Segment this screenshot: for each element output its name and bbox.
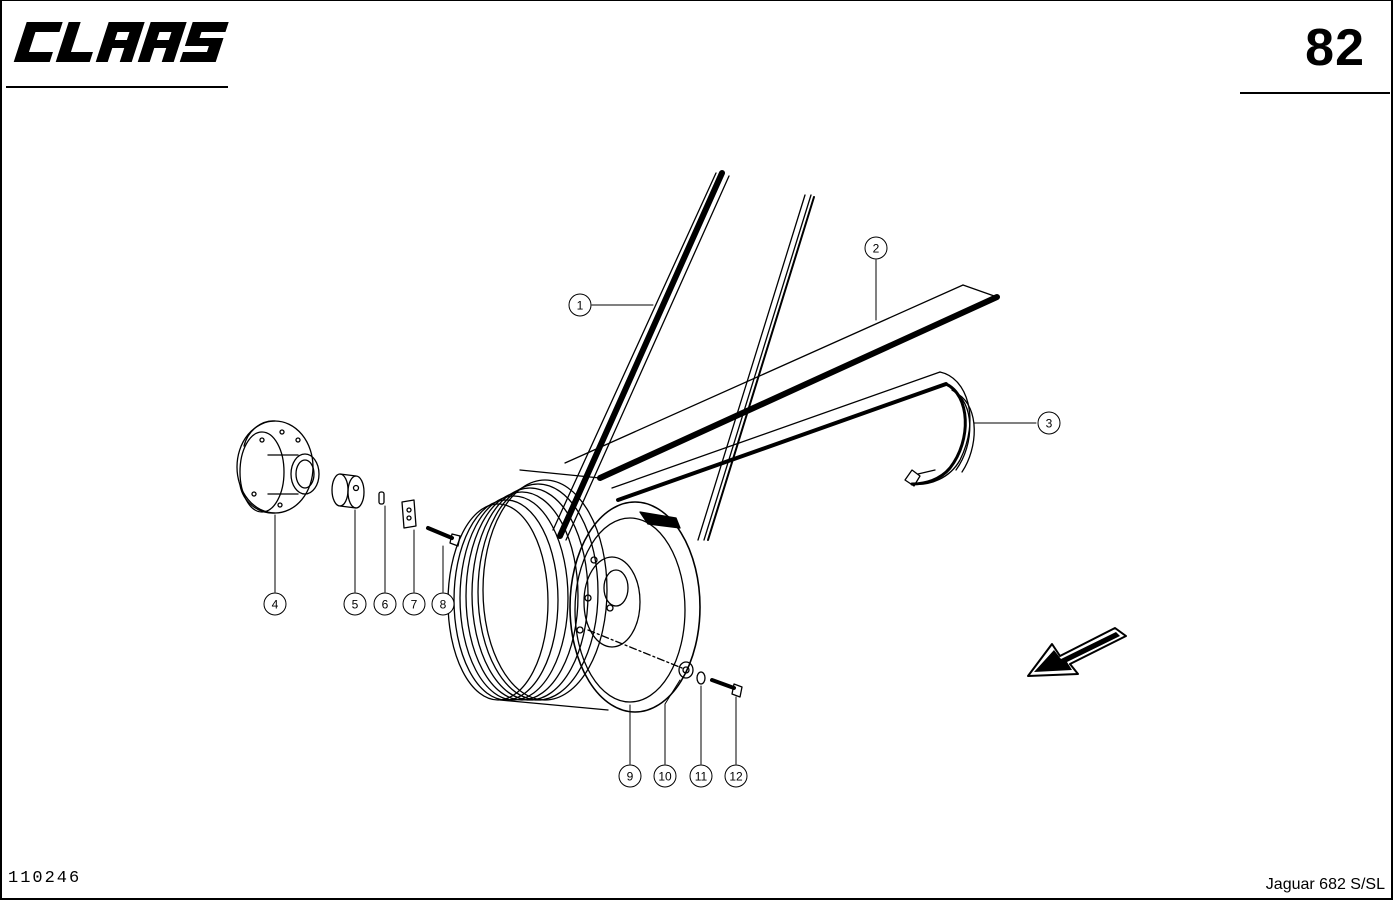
bolt-8 (426, 526, 461, 547)
svg-text:4: 4 (272, 598, 279, 612)
callout-9: 9 (618, 764, 642, 788)
callout-7: 7 (402, 592, 426, 616)
svg-text:1: 1 (577, 299, 584, 313)
lock-plate-7 (401, 499, 417, 529)
model-label: Jaguar 682 S/SL (1265, 876, 1385, 893)
svg-text:11: 11 (695, 770, 708, 784)
leader-lines (274, 259, 1037, 765)
pulley-9 (447, 469, 701, 713)
callouts: 1 2 3 4 5 6 7 (263, 236, 1061, 788)
document-code: 110246 (8, 869, 82, 888)
page-number-underline (1240, 92, 1390, 94)
nut-10 (678, 661, 694, 679)
v-belt-2 (564, 284, 1000, 481)
v-belt-upper-run (697, 194, 815, 541)
flange-hub-4 (236, 420, 320, 514)
bolt-12 (710, 678, 743, 698)
svg-text:3: 3 (1046, 417, 1053, 431)
callout-2: 2 (864, 236, 888, 260)
svg-text:2: 2 (873, 242, 880, 256)
pin-6 (378, 491, 385, 505)
v-belt-1 (552, 170, 730, 541)
callout-10: 10 (653, 764, 677, 788)
callout-1: 1 (568, 293, 592, 317)
svg-text:5: 5 (352, 598, 359, 612)
claas-logo (13, 22, 229, 62)
svg-text:7: 7 (411, 598, 418, 612)
svg-text:10: 10 (658, 770, 672, 784)
svg-text:8: 8 (440, 598, 447, 612)
washer-11 (696, 671, 706, 685)
callout-5: 5 (343, 592, 367, 616)
logo-underline (6, 86, 228, 88)
callout-3: 3 (1037, 411, 1061, 435)
v-belt-3 (611, 371, 975, 502)
svg-text:6: 6 (382, 598, 389, 612)
svg-text:12: 12 (729, 770, 743, 784)
bushing-5 (331, 473, 365, 509)
callout-11: 11 (689, 764, 713, 788)
callout-6: 6 (373, 592, 397, 616)
page-number: 82 (1305, 19, 1365, 77)
arrow-left-down-icon (1027, 627, 1127, 677)
callout-8: 8 (431, 592, 455, 616)
callout-12: 12 (724, 764, 748, 788)
callout-4: 4 (263, 592, 287, 616)
svg-text:9: 9 (627, 770, 634, 784)
